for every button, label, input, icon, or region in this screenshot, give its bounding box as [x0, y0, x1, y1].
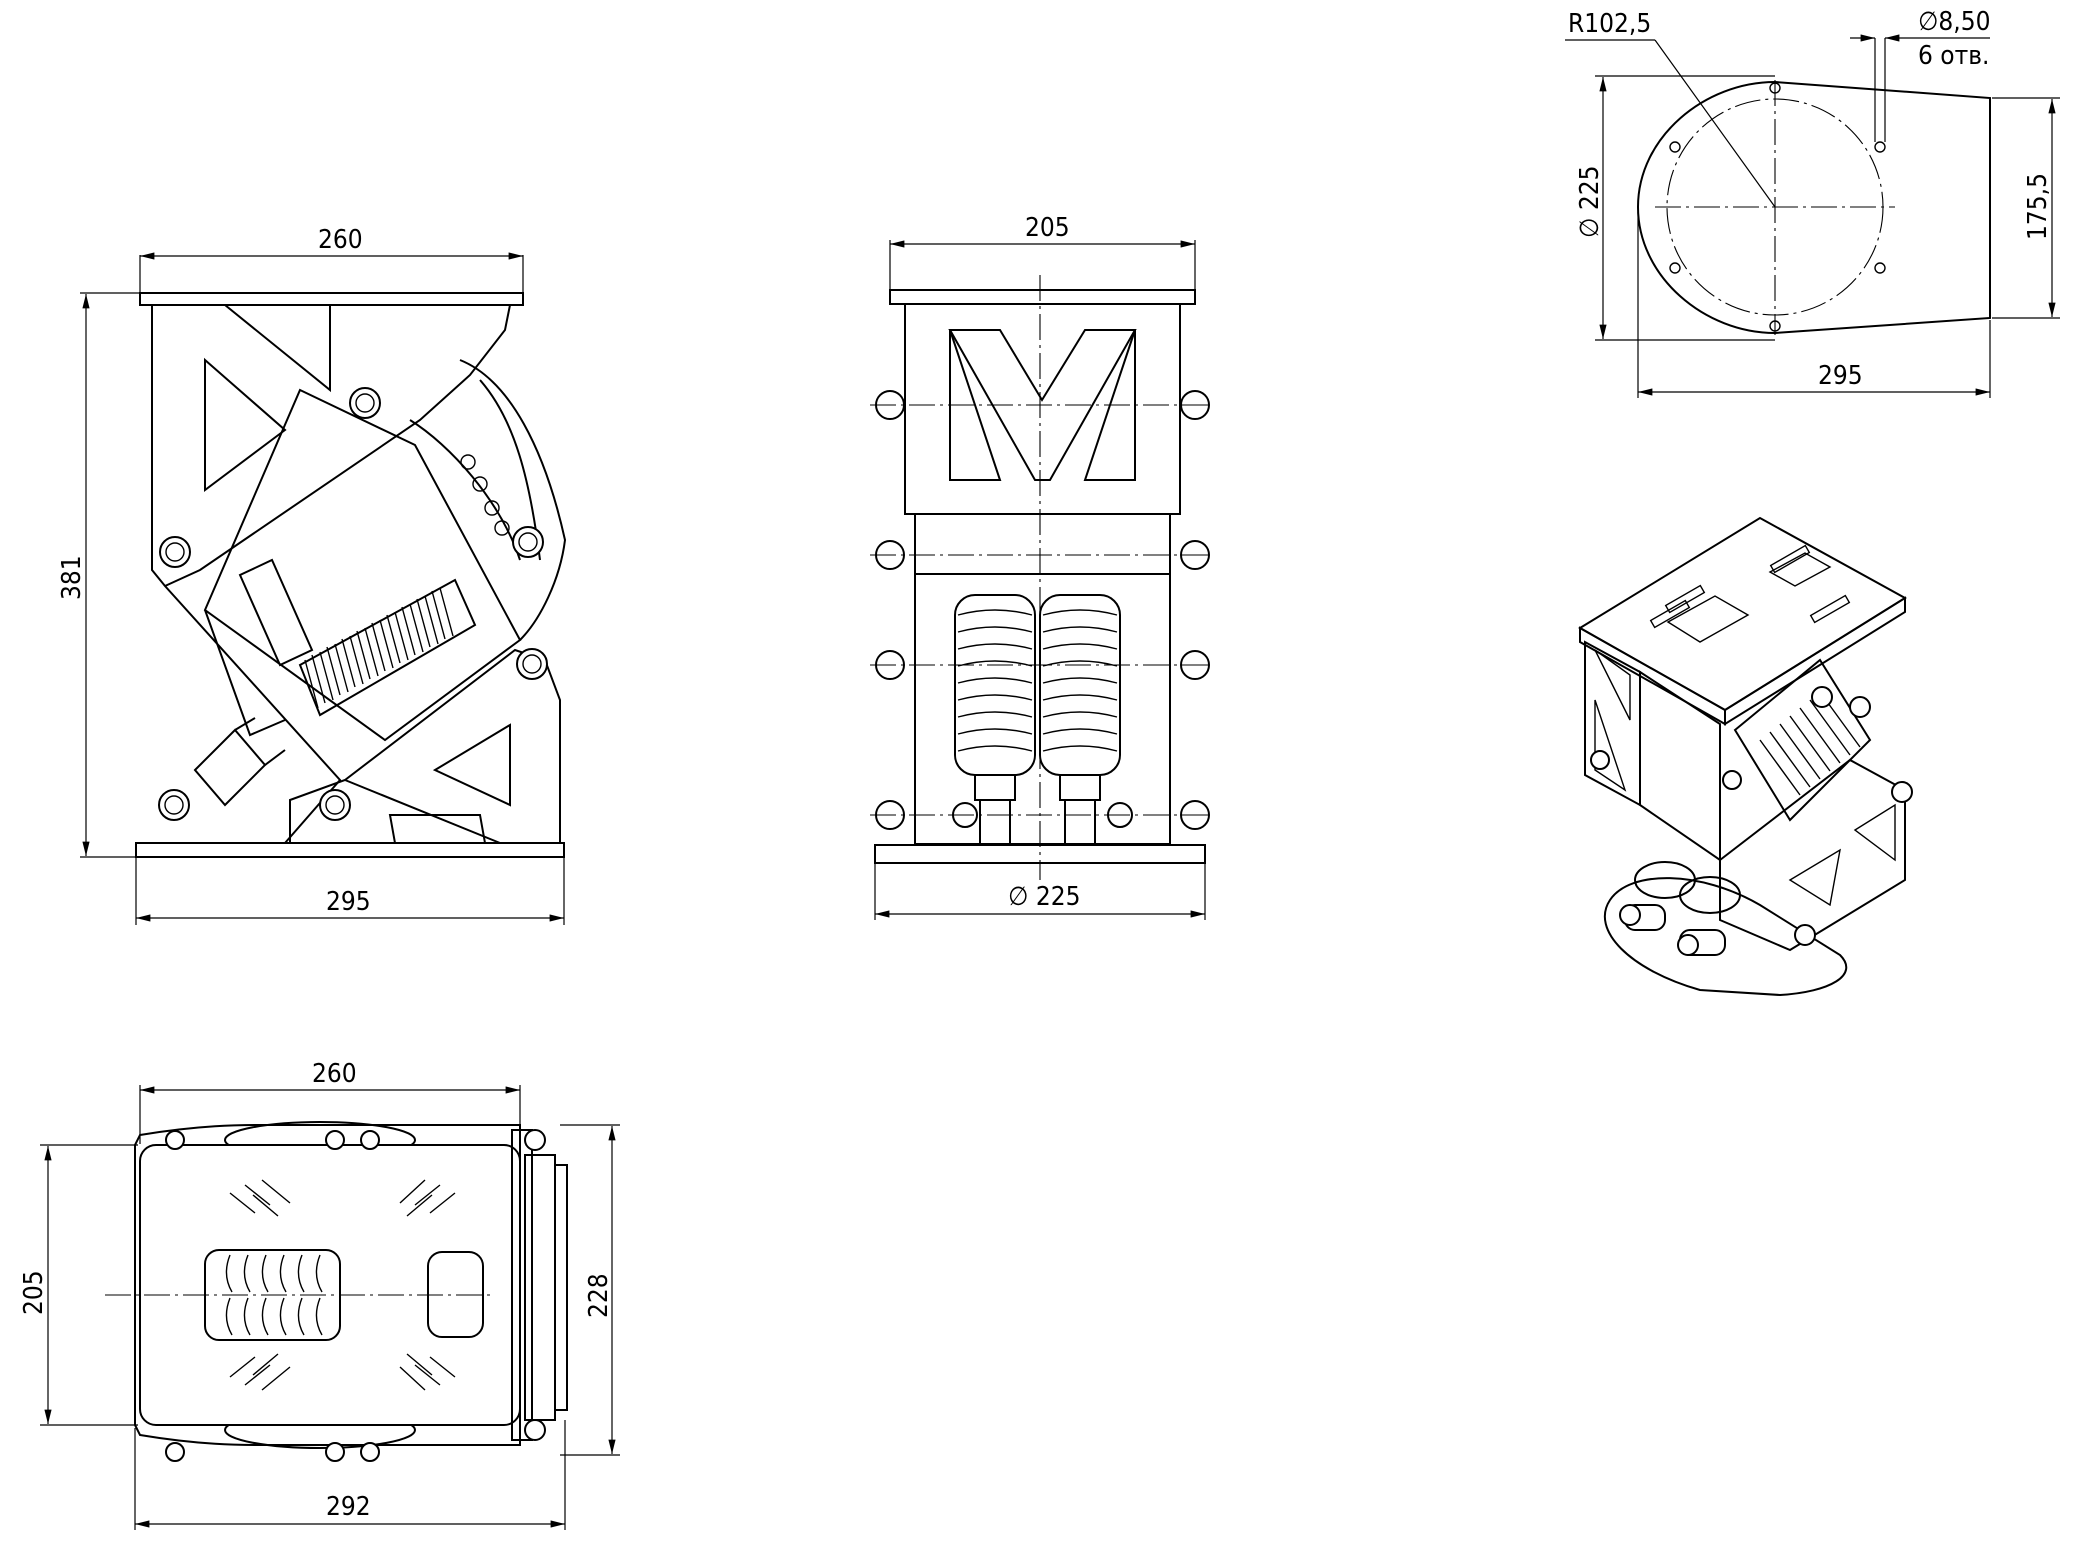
plate-length-label: 295 [1818, 361, 1863, 391]
top-depth-overall-label: 228 [584, 1273, 614, 1318]
hole-count-label: 6 отв. [1918, 41, 1989, 71]
svg-text:∅8,50: ∅8,50 [1918, 7, 1990, 37]
plate-diameter-symbol: ∅ [1575, 218, 1605, 238]
radius-label: R102,5 [1568, 9, 1651, 39]
top-view: 260 205 228 292 [19, 1059, 620, 1530]
top-depth-label: 205 [19, 1270, 49, 1315]
side-width-base-label: 295 [326, 887, 371, 917]
top-length-overall-label: 292 [326, 1492, 371, 1522]
side-height-label: 381 [57, 555, 87, 600]
svg-text:∅ 225: ∅ 225 [1008, 882, 1080, 912]
front-width-top-label: 205 [1025, 213, 1070, 243]
base-plate-view: R102,5 ∅8,50 6 отв. ∅ 225 175,5 295 [1565, 7, 2060, 398]
isometric-view [1578, 516, 1913, 997]
spring [298, 578, 477, 717]
side-width-top-label: 260 [318, 225, 363, 255]
top-width-label: 260 [312, 1059, 357, 1089]
front-diameter-symbol: ∅ [1008, 882, 1028, 912]
svg-text:∅ 225: ∅ 225 [1575, 166, 1605, 238]
plate-diameter-label: 225 [1575, 166, 1605, 211]
front-base-diameter-label: 225 [1036, 882, 1081, 912]
hole-diameter-label: 8,50 [1938, 7, 1990, 37]
plate-width-label: 175,5 [2023, 173, 2053, 240]
hole-diameter-symbol: ∅ [1918, 7, 1938, 37]
front-view: 205 ∅ 225 [870, 213, 1210, 920]
iso-spring [1733, 658, 1872, 822]
front-springs [954, 594, 1121, 846]
side-view: 260 381 295 [57, 225, 567, 925]
